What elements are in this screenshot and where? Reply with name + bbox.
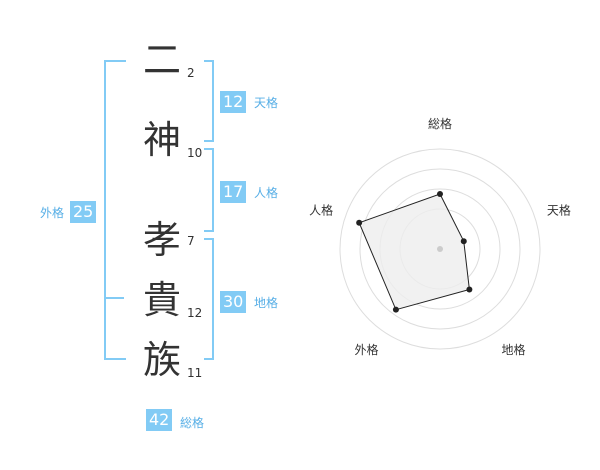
radar-ring-2 xyxy=(359,168,521,330)
stroke-count-3: 7 xyxy=(187,234,195,248)
stroke-count-5: 11 xyxy=(187,366,203,380)
jinkaku-bracket xyxy=(204,148,214,232)
chikaku-label: 地格 xyxy=(254,296,279,310)
jinkaku-label: 人格 xyxy=(254,186,279,200)
tenkaku-label: 天格 xyxy=(254,96,279,110)
radar-polygon xyxy=(358,193,470,311)
radar-label-3: 地格 xyxy=(501,342,525,357)
gaikaku-label: 外格 xyxy=(40,206,65,220)
radar-points xyxy=(356,191,473,313)
soukaku-label: 総格 xyxy=(180,416,205,430)
stroke-count-2: 10 xyxy=(187,146,203,160)
gaikaku-badge: 25 xyxy=(70,201,97,223)
name-char-4: 貴 xyxy=(142,278,181,322)
radar-point-1 xyxy=(437,191,443,197)
jinkaku-badge: 17 xyxy=(220,181,247,203)
name-char-1: 二 xyxy=(142,38,181,82)
gaikaku-divider xyxy=(104,297,124,299)
radar-point-3 xyxy=(466,286,473,293)
radar-ring-1 xyxy=(339,148,541,350)
chikaku-badge: 30 xyxy=(220,291,247,313)
name-char-2: 神 xyxy=(142,118,181,162)
gaikaku-bracket xyxy=(104,60,126,360)
chikaku-bracket xyxy=(204,238,214,360)
radar-label-1: 総格 xyxy=(428,116,452,131)
radar-center-dot xyxy=(437,246,443,252)
radar-label-2: 天格 xyxy=(547,202,571,217)
radar-point-4 xyxy=(392,306,399,313)
radar-label-4: 外格 xyxy=(355,342,379,357)
tenkaku-bracket xyxy=(204,60,214,142)
radar-point-2 xyxy=(460,238,467,245)
radar-point-5 xyxy=(356,219,363,226)
stroke-count-1: 2 xyxy=(187,66,195,80)
radar-label-5: 人格 xyxy=(309,202,333,217)
soukaku-badge: 42 xyxy=(146,409,173,431)
tenkaku-badge: 12 xyxy=(220,91,247,113)
name-char-3: 孝 xyxy=(142,218,181,262)
name-char-5: 族 xyxy=(142,338,181,382)
stroke-count-4: 12 xyxy=(187,306,203,320)
